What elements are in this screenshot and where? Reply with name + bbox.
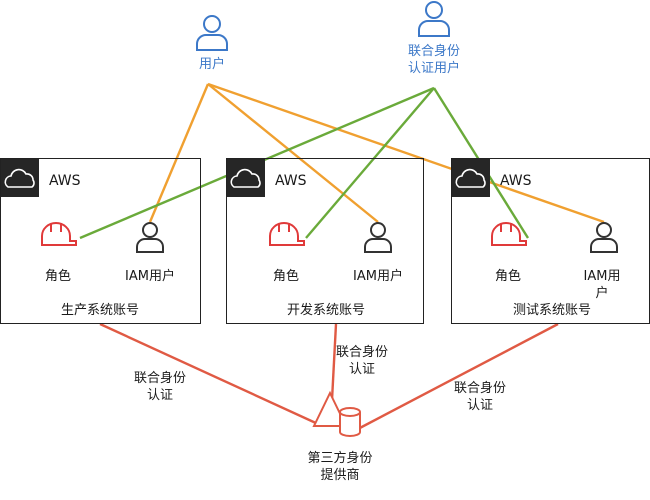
federation-links: [99, 322, 559, 432]
federation-link-dev: [330, 323, 338, 401]
federation-link-prod: [99, 322, 319, 426]
role-label: 角色: [494, 269, 522, 284]
idp-database-icon: [339, 407, 361, 437]
aws-label: AWS: [49, 173, 81, 189]
federation-label-right: 联合身份 认证: [453, 380, 507, 414]
user-link-test-iam: [207, 82, 605, 224]
iam-user-label: IAM用户: [583, 269, 621, 301]
user-link-prod-iam: [148, 83, 210, 223]
role-label: 角色: [272, 269, 300, 284]
federated-user-label: 联合身份 认证用户: [407, 44, 461, 76]
federated-link-dev-role: [305, 87, 435, 239]
idp-label: 第三方身份 提供商: [307, 451, 373, 483]
iam-user-label: IAM用户: [353, 269, 403, 284]
federation-link-test: [355, 322, 559, 432]
user-access-links: [148, 82, 605, 224]
role-label: 角色: [44, 269, 72, 284]
account-name-development: 开发系统账号: [286, 303, 366, 318]
aws-label: AWS: [275, 173, 307, 189]
user-link-dev-iam: [207, 83, 379, 223]
account-name-test: 测试系统账号: [512, 303, 592, 318]
iam-user-label: IAM用户: [125, 269, 175, 284]
federation-label-left: 联合身份 认证: [133, 370, 187, 404]
idp-triangle-icon: [312, 390, 348, 427]
federation-label-middle: 联合身份 认证: [335, 344, 389, 378]
user-label: 用户: [198, 57, 226, 72]
account-name-production: 生产系统账号: [60, 303, 140, 318]
aws-label: AWS: [500, 173, 532, 189]
